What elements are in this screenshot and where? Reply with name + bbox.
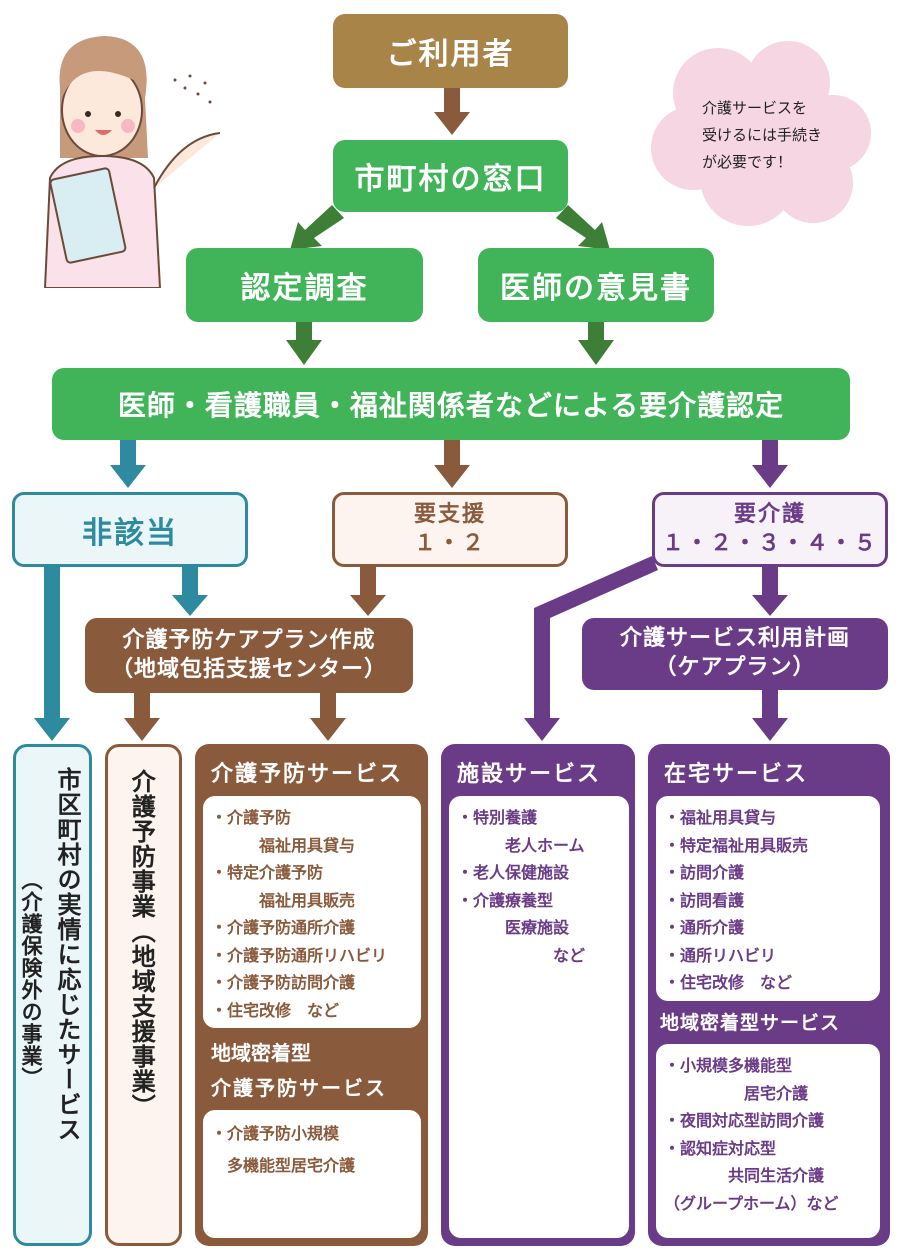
list-item: ・訪問看護 [664,890,745,910]
prevention-plan-box: 介護予防ケアプラン作成 （地域包括支援センター） [85,618,413,693]
not-applicable-box: 非該当 [12,492,248,567]
prevention-services-title: 介護予防サービス [211,762,404,787]
list-item: ・介護予防訪問介護 [211,973,356,992]
list-item: ・認知症対応型 [664,1138,777,1158]
not-applicable-label: 非該当 [82,515,178,551]
list-item: ・介護予防通所リハビリ [211,945,388,965]
doctor-opinion-box: 医師の意見書 [478,248,714,322]
list-item: ・夜間対応型訪問介護 [664,1111,825,1130]
list-item: 共同生活介護 [664,1166,825,1185]
speech-cloud [651,41,871,226]
bubble-line: 受けるには手続き [702,126,823,144]
bubble-line: が必要です！ [702,153,793,171]
list-item: ・介護予防小規模 [211,1124,340,1143]
survey-label: 認定調査 [240,271,369,306]
local-prevention-list: ・介護予防小規模 多機能型居宅介護 [203,1110,421,1238]
care-plan-title: 介護サービス利用計画 [619,626,850,652]
local-prevention-title-1: 地域密着型 [211,1041,311,1065]
support-levels: １・２ [413,530,486,556]
list-item: など [457,945,586,965]
list-item: 福祉用具貸与 [211,835,356,855]
local-services-list: ・小規模多機能型 居宅介護 ・夜間対応型訪問介護 ・認知症対応型 共同生活介護 … [656,1044,880,1238]
list-item: ・介護予防通所介護 [211,918,356,937]
list-item: ・訪問介護 [664,863,745,882]
list-item: 多機能型居宅介護 [211,1156,356,1175]
support-title: 要支援 [413,501,486,527]
list-item: 居宅介護 [664,1083,809,1103]
care-title: 要介護 [733,501,806,527]
prevention-plan-title: 介護予防ケアプラン作成 [122,627,376,653]
prevention-services-panel: 介護予防サービス ・介護予防 福祉用具貸与 ・特定介護予防 福祉用具販売 ・介護… [195,744,428,1246]
local-services-title: 地域密着型サービス [660,1012,841,1034]
list-item: ・老人保健施設 [457,863,570,882]
local-prevention-title-2: 介護予防サービス [211,1076,387,1100]
list-item: ・住宅改修 など [664,973,793,992]
list-item: 医療施設 [457,918,570,937]
list-item: ・特定介護予防 [211,863,324,882]
user-box: ご利用者 [333,14,568,88]
bubble-line: 介護サービスを [702,99,808,117]
municipal-label: 市町村の窓口 [354,162,547,197]
prevention-plan-sub: （地域包括支援センター） [110,656,387,682]
list-item: 老人ホーム [457,835,585,855]
care-box: 要介護 １・２・３・４・５ [652,492,888,567]
list-item: ・福祉用具貸与 [664,808,777,827]
home-services-title: 在宅サービス [664,762,809,787]
prevention-project-box: 介護予防事業（地域支援事業） [105,744,182,1246]
survey-box: 認定調査 [186,248,423,322]
list-item: ・住宅改修 など [211,1000,340,1020]
care-levels: １・２・３・４・５ [661,530,878,556]
list-item: （グループホーム）など [664,1193,839,1213]
prevention-project-label: 介護予防事業（地域支援事業） [127,769,156,1119]
list-item: ・小規模多機能型 [664,1056,793,1075]
certification-label: 医師・看護職員・福祉関係者などによる要介護認定 [117,389,785,422]
list-item: ・介護療養型 [457,890,554,910]
municipal-services-box: 市区町村の実情に応じたサービス （介護保険外の事業） [13,744,92,1246]
municipal-window-box: 市町村の窓口 [333,140,568,212]
list-item: ・特定福祉用具販売 [664,835,809,855]
list-item: ・通所リハビリ [664,945,777,965]
speech-cloud-text: 介護サービスを 受けるには手続き が必要です！ [702,95,822,176]
list-item: ・介護予防 [211,808,292,827]
prevention-services-list: ・介護予防 福祉用具貸与 ・特定介護予防 福祉用具販売 ・介護予防通所介護 ・介… [203,796,421,1028]
facility-services-list: ・特別養護 老人ホーム ・老人保健施設 ・介護療養型 医療施設 など [449,796,629,1238]
list-item: 福祉用具販売 [211,890,356,910]
local-prevention-title: 地域密着型 介護予防サービス [211,1036,387,1106]
list-item: ・特別養護 [457,808,538,827]
municipal-services-main: 市区町村の実情に応じたサービス [53,767,81,1142]
user-label: ご利用者 [386,37,515,72]
list-item: ・通所介護 [664,918,745,937]
facility-services-panel: 施設サービス ・特別養護 老人ホーム ・老人保健施設 ・介護療養型 医療施設 な… [441,744,635,1246]
home-services-list: ・福祉用具貸与 ・特定福祉用具販売 ・訪問介護 ・訪問看護 ・通所介護 ・通所リ… [656,796,880,1001]
home-services-panel: 在宅サービス ・福祉用具貸与 ・特定福祉用具販売 ・訪問介護 ・訪問看護 ・通所… [648,744,890,1246]
care-plan-sub: （ケアプラン） [654,655,816,680]
facility-services-title: 施設サービス [457,762,602,787]
municipal-services-sub: （介護保険外の事業） [19,869,44,1089]
nurse-illustration [43,36,221,288]
certification-box: 医師・看護職員・福祉関係者などによる要介護認定 [52,368,850,440]
doctor-label: 医師の意見書 [500,271,692,306]
care-plan-box: 介護サービス利用計画 （ケアプラン） [582,618,888,690]
support-box: 要支援 １・２ [332,492,568,567]
